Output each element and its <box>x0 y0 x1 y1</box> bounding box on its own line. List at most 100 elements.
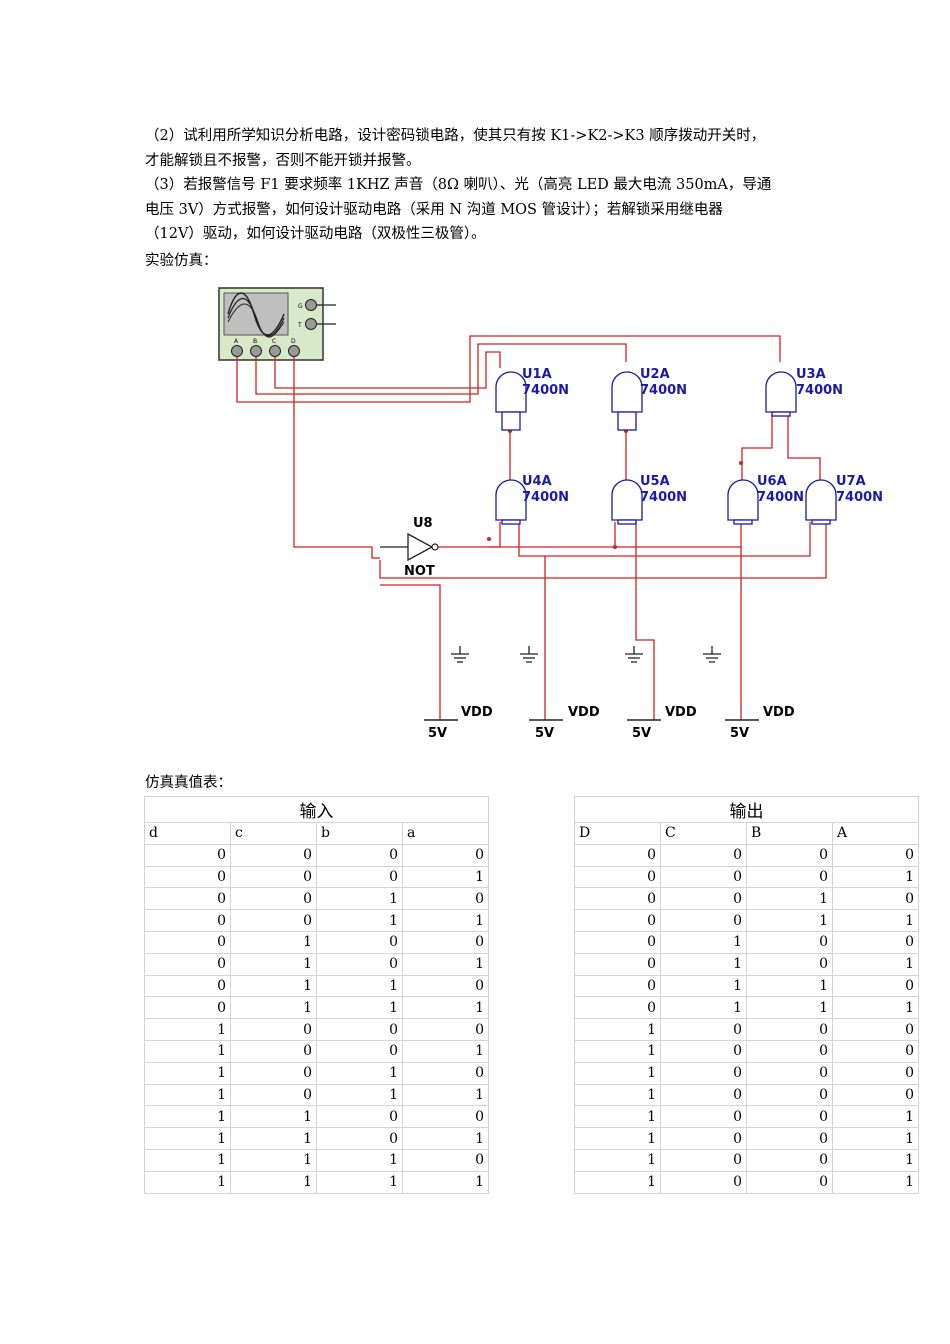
input-cell: 1 <box>402 1083 489 1107</box>
output-cell: 1 <box>832 1148 919 1172</box>
output-cell: 0 <box>660 1127 747 1150</box>
input-cell: 0 <box>230 865 317 889</box>
ground-icon <box>703 646 721 663</box>
output-cell: 0 <box>832 1039 919 1063</box>
output-cell: 0 <box>746 1170 833 1194</box>
output-cell: 0 <box>660 887 747 911</box>
input-cell: 0 <box>402 843 489 867</box>
input-cell: 1 <box>144 1105 231 1129</box>
input-cell: 0 <box>316 865 403 889</box>
input-cell: 1 <box>144 1170 231 1194</box>
output-cell: 0 <box>832 1083 919 1107</box>
input-cell: 0 <box>402 974 489 998</box>
input-cell: 0 <box>316 952 403 976</box>
output-cell: 0 <box>660 1105 747 1129</box>
gate-u5a-part: 7400N <box>640 490 687 505</box>
input-cell: 0 <box>316 1127 403 1150</box>
gate-u1a-part: 7400N <box>522 383 569 398</box>
gate-u2a-ref: U2A <box>640 367 670 382</box>
input-cell: 0 <box>402 887 489 911</box>
gate-u4a-ref: U4A <box>522 474 552 489</box>
output-cell: 0 <box>660 1148 747 1172</box>
truth-table-column-header: d c b a D C B A <box>144 822 919 845</box>
output-cell: 0 <box>746 1061 833 1085</box>
inverter-u8 <box>380 532 439 562</box>
output-cell: 0 <box>746 843 833 867</box>
gate-u3a-part: 7400N <box>796 383 843 398</box>
paragraph-3-line-2: 电压 3V）方式报警，如何设计驱动电路（采用 N 沟道 MOS 管设计）；若解锁… <box>145 201 723 218</box>
ground-icon <box>625 646 643 663</box>
output-cell: 0 <box>832 1018 919 1041</box>
vdd-value-2: 5V <box>535 726 554 741</box>
output-cell: 1 <box>574 1039 661 1063</box>
output-cell: 0 <box>574 843 661 867</box>
output-cell: 0 <box>832 887 919 911</box>
input-cell: 1 <box>402 865 489 889</box>
input-cell: 0 <box>144 952 231 976</box>
output-cell: 0 <box>832 930 919 954</box>
scope-terminal-g-label: G <box>298 303 303 310</box>
output-cell: 1 <box>660 952 747 976</box>
output-cell: 1 <box>660 974 747 998</box>
column-header-a-upper: A <box>832 822 919 845</box>
input-cell: 0 <box>402 1105 489 1129</box>
output-cell: 1 <box>832 1127 919 1150</box>
scope-channel-b-label: B <box>253 338 257 345</box>
output-cell: 1 <box>746 974 833 998</box>
vdd-value-4: 5V <box>730 726 749 741</box>
vdd-label-3: VDD <box>665 705 697 720</box>
output-cell: 0 <box>660 1018 747 1041</box>
output-cell: 0 <box>746 865 833 889</box>
output-cell: 0 <box>832 1061 919 1085</box>
output-cell: 0 <box>832 974 919 998</box>
gate-u6a-part: 7400N <box>757 490 804 505</box>
gate-u4a-part: 7400N <box>522 490 569 505</box>
output-cell: 0 <box>660 865 747 889</box>
output-cell: 1 <box>832 1170 919 1194</box>
truth-table-heading: 仿真真值表： <box>145 775 232 791</box>
input-cell: 1 <box>230 996 317 1020</box>
input-cell: 1 <box>230 1170 317 1194</box>
scope-channel-d-label: D <box>291 338 296 345</box>
ground-icon <box>520 646 538 663</box>
output-cell: 0 <box>746 1105 833 1129</box>
gate-u5a-ref: U5A <box>640 474 670 489</box>
output-cell: 0 <box>660 909 747 932</box>
input-cell: 0 <box>316 1039 403 1063</box>
output-cell: 1 <box>574 1083 661 1107</box>
input-cell: 1 <box>402 996 489 1020</box>
gate-u1a <box>495 371 527 431</box>
output-cell: 0 <box>660 1083 747 1107</box>
input-cell: 0 <box>144 887 231 911</box>
output-cell: 0 <box>574 865 661 889</box>
input-cell: 0 <box>316 1105 403 1129</box>
paragraph-3-line-3: （12V）驱动，如何设计驱动电路（双极性三极管）。 <box>145 226 486 242</box>
column-header-b-lower: b <box>316 822 403 845</box>
ground-icon <box>451 646 469 663</box>
input-cell: 0 <box>230 909 317 932</box>
output-cell: 0 <box>574 887 661 911</box>
circuit-schematic: G T A B C D <box>218 287 883 741</box>
input-cell: 0 <box>230 1018 317 1041</box>
vdd-label-1: VDD <box>461 705 493 720</box>
input-cell: 1 <box>402 909 489 932</box>
input-cell: 0 <box>144 865 231 889</box>
input-cell: 0 <box>316 843 403 867</box>
input-cell: 1 <box>316 974 403 998</box>
output-cell: 1 <box>574 1061 661 1085</box>
gate-u1a-ref: U1A <box>522 367 552 382</box>
paragraph-2-line-2: 才能解锁且不报警，否则不能开锁并报警。 <box>145 152 421 169</box>
output-cell: 1 <box>660 930 747 954</box>
output-cell: 0 <box>746 1083 833 1107</box>
paragraph-3-line-1: （3）若报警信号 F1 要求频率 1KHZ 声音（8Ω 喇叭）、光（高亮 LED… <box>145 177 772 193</box>
input-cell: 0 <box>144 909 231 932</box>
